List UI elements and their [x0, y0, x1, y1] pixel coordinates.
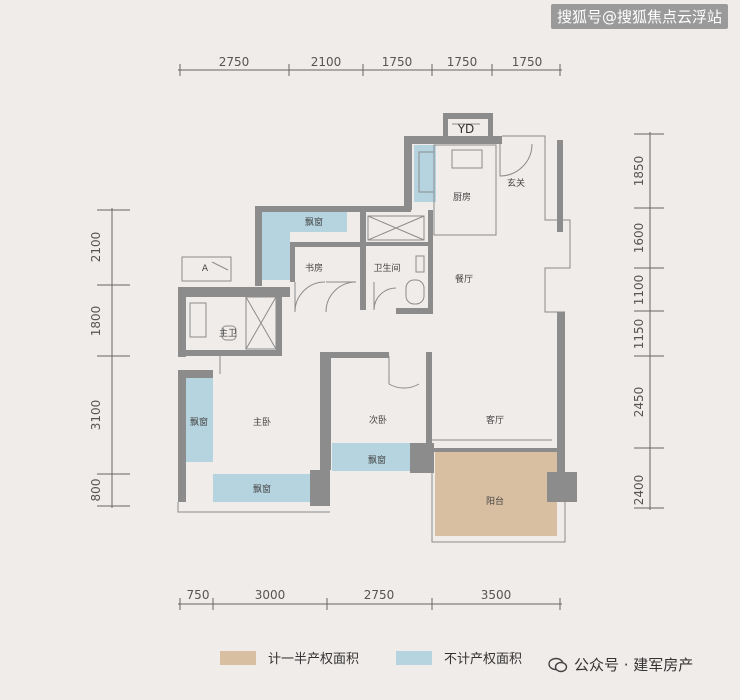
dim-bottom-1: 750 [187, 588, 210, 602]
blue-areas [186, 145, 436, 502]
outlines [177, 123, 571, 543]
master-bay-bottom [213, 474, 310, 502]
dim-right-4: 1150 [632, 319, 646, 350]
balcony-label: 阳台 [486, 495, 504, 507]
dim-right-5: 2450 [632, 387, 646, 418]
legend-no-area-label: 不计产权面积 [444, 652, 523, 667]
master-bay-side-label: 飘窗 [190, 416, 208, 428]
left-dimensions [97, 208, 130, 508]
yd-label: YD [457, 122, 475, 136]
dining-label: 餐厅 [455, 273, 473, 285]
watermark-label: 搜狐号@搜狐焦点云浮站 [550, 4, 728, 29]
ensuite-label: 主卫 [219, 327, 237, 339]
dim-left-3: 3100 [89, 400, 103, 431]
wechat-footer: 公众号 · 建军房产 [548, 654, 693, 675]
master-bay-side [186, 378, 213, 462]
dim-bottom-3: 2750 [364, 588, 395, 602]
second-bay-label: 飘窗 [368, 454, 386, 466]
dim-left-1: 2100 [89, 232, 103, 263]
legend-half-area-label: 计一半产权面积 [268, 652, 360, 667]
dim-top-1: 2750 [219, 55, 250, 69]
dim-left-2: 1800 [89, 306, 103, 337]
second-bay [332, 443, 410, 471]
dim-right-3: 1100 [632, 275, 646, 306]
master-label: 主卧 [253, 416, 271, 428]
study-bay-label: 飘窗 [305, 216, 323, 228]
dim-top-2: 2100 [311, 55, 342, 69]
bathroom-label: 卫生间 [373, 262, 400, 274]
study-bay-side [262, 232, 290, 280]
kitchen-counter-area [414, 145, 436, 202]
kitchen-label: 厨房 [453, 191, 471, 203]
dim-top-4: 1750 [447, 55, 478, 69]
dim-right-1: 1850 [632, 156, 646, 187]
ac-box [181, 256, 232, 282]
study-label: 书房 [305, 262, 323, 274]
living-label: 客厅 [486, 414, 504, 426]
walls [178, 113, 577, 506]
wechat-icon [548, 657, 568, 672]
legend-half-area: 计一半产权面积 [220, 648, 359, 667]
entrance-label: 玄关 [507, 177, 525, 189]
dim-right-2: 1600 [632, 223, 646, 254]
legend-no-area: 不计产权面积 [396, 648, 522, 667]
master-bay-bottom-label: 飘窗 [253, 483, 271, 495]
second-label: 次卧 [369, 414, 387, 426]
no-area-swatch [396, 650, 432, 665]
bottom-dimensions [178, 598, 562, 610]
balcony-area [435, 452, 557, 536]
study-bay-top [262, 212, 347, 232]
right-dimensions [634, 132, 664, 510]
dim-right-6: 2400 [632, 475, 646, 506]
dim-top-5: 1750 [512, 55, 543, 69]
ac-label: A [202, 264, 209, 274]
dim-top-3: 1750 [382, 55, 413, 69]
dim-bottom-2: 3000 [255, 588, 286, 602]
dim-bottom-4: 3500 [481, 588, 512, 602]
dim-left-4: 800 [89, 479, 103, 502]
footer-text: 公众号 · 建军房产 [574, 656, 694, 674]
top-dimensions [178, 64, 562, 76]
half-area-swatch [220, 650, 256, 665]
